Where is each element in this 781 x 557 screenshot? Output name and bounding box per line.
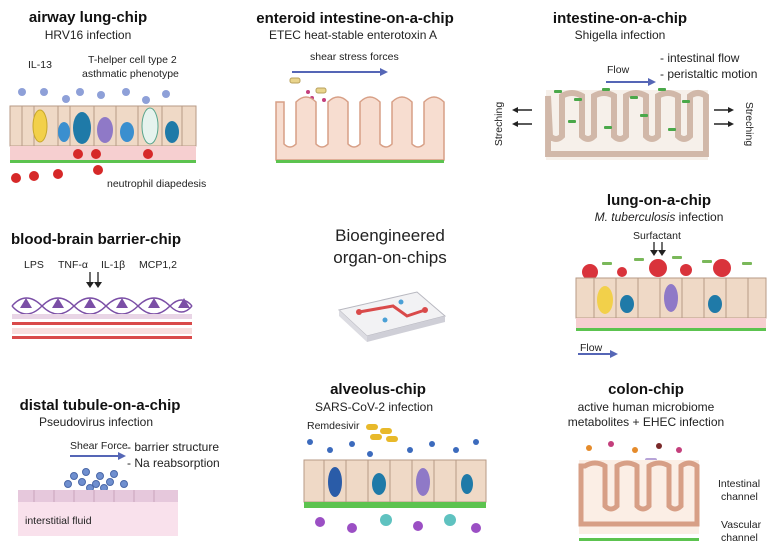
airway-neutrophil-label: neutrophil diapedesis (107, 178, 207, 190)
colon-vascular-label-2: channel (721, 532, 758, 544)
bbb-label-mcp: MCP1,2 (139, 259, 177, 271)
alveolus-title: alveolus-chip (330, 381, 426, 398)
center-line1: Bioengineered (335, 226, 445, 245)
airway-asthmatic-label: asthmatic phenotype (82, 68, 179, 80)
microbiome-particles (586, 441, 682, 462)
il13-molecules (18, 88, 170, 104)
colon-intestinal-label-2: channel (721, 491, 758, 503)
remdesivir-capsules (366, 424, 398, 442)
colon-subtitle-2: metabolites + EHEC infection (567, 415, 725, 429)
colon-title: colon-chip (608, 381, 684, 398)
macrophages (582, 259, 731, 280)
bbb-label-lps: LPS (24, 259, 44, 271)
enteroid-title: enteroid intestine-on-a-chip (256, 10, 454, 27)
lung-illustration (575, 242, 767, 358)
lung-subtitle-pathogen: M. tuberculosis (594, 210, 676, 224)
colon-intestinal-label-1: Intestinal (718, 478, 761, 490)
distal-title: distal tubule-on-a-chip (19, 397, 181, 414)
intestine-flow-label: Flow (607, 64, 630, 76)
alveolus-illustration (303, 424, 487, 533)
airway-subtitle: HRV16 infection (44, 28, 132, 42)
intestine-item2: - peristaltic motion (660, 67, 758, 81)
colon-subtitle-1: active human microbiome (577, 400, 715, 414)
intestine-subtitle: Shigella infection (574, 28, 666, 42)
alveolus-subtitle: SARS-CoV-2 infection (314, 400, 434, 414)
intestine-illustration (512, 78, 734, 160)
sars-cov-2-virions (307, 439, 479, 457)
lung-surfactant-label: Surfactant (633, 230, 681, 242)
distal-interstitial-label: interstitial fluid (25, 515, 92, 527)
distal-illustration (18, 452, 178, 536)
lung-title: lung-on-a-chip (606, 192, 712, 209)
lung-flow-label: Flow (580, 342, 603, 354)
airway-il13-label: IL-13 (28, 59, 52, 71)
pseudovirus-particles (64, 468, 128, 492)
distal-item2: - Na reabsorption (127, 456, 220, 470)
intestine-title: intestine-on-a-chip (552, 10, 688, 27)
airway-th2-label: T-helper cell type 2 (88, 54, 177, 66)
distal-shear-label: Shear Force (70, 440, 128, 452)
enteroid-illustration (275, 68, 445, 163)
chip-device-illustration (337, 291, 447, 342)
neurons (20, 298, 190, 308)
bbb-label-tnf: TNF-α (58, 259, 88, 271)
colon-illustration (578, 441, 700, 541)
etec-bacteria (289, 77, 327, 94)
lung-subtitle-rest: infection (675, 210, 724, 224)
stretch-arrows (516, 109, 730, 125)
distal-item1: - barrier structure (127, 440, 220, 454)
mtb-bacteria (602, 256, 752, 265)
intestine-stretch-left: Streching (493, 101, 506, 147)
immune-cells (315, 514, 481, 533)
airway-title: airway lung-chip (28, 9, 148, 26)
distal-subtitle: Pseudovirus infection (38, 415, 154, 429)
center-line2: organ-on-chips (333, 248, 447, 267)
enteroid-subtitle: ETEC heat-stable enterotoxin A (268, 28, 438, 42)
neuron-network (11, 297, 193, 315)
alveolus-drug-label: Remdesivir (307, 420, 360, 432)
neutrophils (11, 149, 153, 183)
shigella-bacteria (554, 88, 690, 131)
bbb-label-il1b: IL-1β (101, 259, 126, 271)
airway-illustration (9, 88, 197, 183)
lung-subtitle: M. tuberculosis infection (595, 210, 724, 224)
intestine-item1: - intestinal flow (660, 51, 740, 65)
bbb-illustration (11, 272, 193, 339)
colon-vascular-label-1: Vascular (721, 519, 762, 531)
bbb-title: blood-brain barrier-chip (10, 231, 182, 248)
enteroid-shear-label: shear stress forces (310, 51, 399, 63)
center-title: Bioengineered organ-on-chips (320, 225, 460, 269)
